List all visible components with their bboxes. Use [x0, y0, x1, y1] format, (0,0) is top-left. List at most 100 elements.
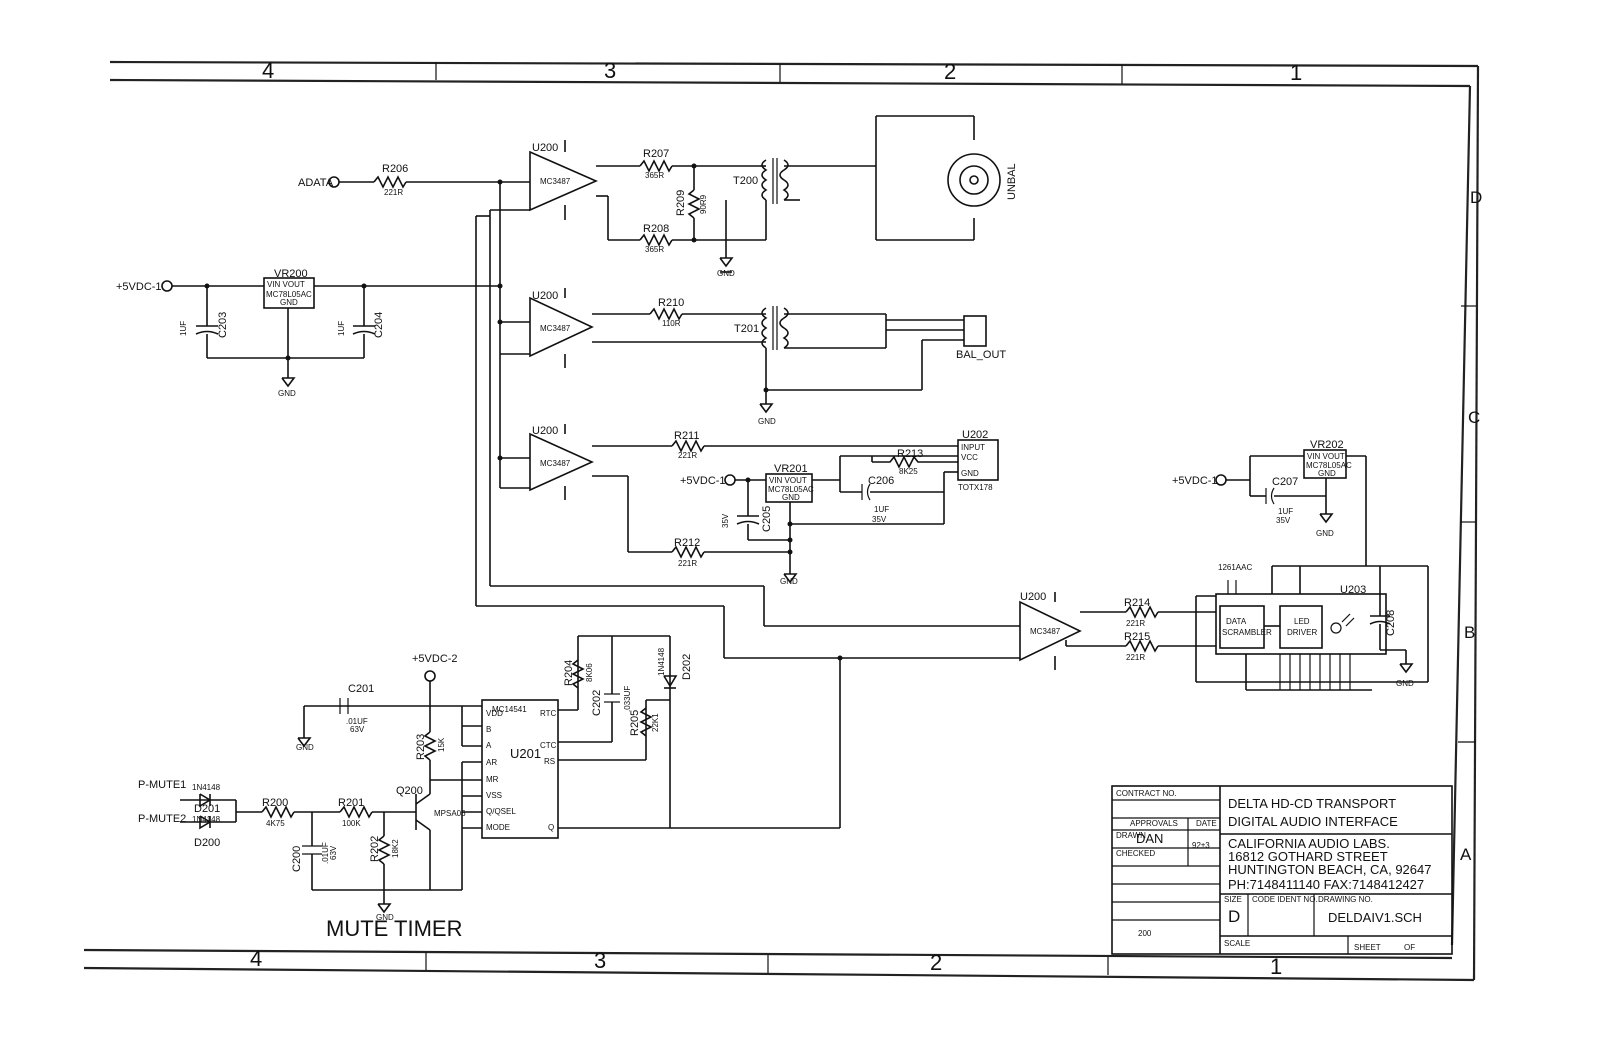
c204-label: C204 [373, 312, 385, 338]
gnd-t201: GND [758, 417, 776, 426]
data-label: DATA [1226, 617, 1247, 626]
tb-number: 200 [1138, 929, 1152, 938]
u201-label: U201 [510, 746, 541, 761]
c202-label: C202 [591, 690, 603, 716]
bal-out-label: BAL_OUT [956, 349, 1006, 361]
r201-value: 100K [342, 819, 361, 828]
r206-value: 221R [384, 188, 403, 197]
u203-label: U203 [1340, 584, 1366, 596]
tb-address2: HUNTINGTON BEACH, CA, 92647 [1228, 862, 1431, 877]
r205-label: R205 [629, 710, 641, 736]
c200-value: .01UF [321, 842, 330, 864]
r214-label: R214 [1124, 597, 1150, 609]
scrambler-stage [1019, 462, 1429, 691]
vr202-label: VR202 [1310, 439, 1344, 451]
c201-value2: 63V [350, 725, 365, 734]
zone-right-a: A [1460, 845, 1472, 864]
u200d-part: MC3487 [1030, 627, 1061, 636]
tb-sheet: SHEET [1354, 943, 1381, 952]
c207-value: 1UF [1278, 507, 1293, 516]
q200-value: MPSA06 [434, 809, 466, 818]
u202-label: U202 [962, 429, 988, 441]
r200-label: R200 [262, 797, 288, 809]
q200-label: Q200 [396, 785, 423, 797]
u201-pin-b: B [486, 725, 491, 734]
c208-label: C208 [1385, 610, 1397, 636]
tb-approvals: APPROVALS [1130, 819, 1178, 828]
p5v1-label-c: +5VDC-1 [1172, 475, 1218, 487]
tb-checked: CHECKED [1116, 849, 1155, 858]
p5v1-label-a: +5VDC-1 [116, 281, 162, 293]
c206-value2: 35V [872, 515, 887, 524]
tb-dwg-no: DELDAIV1.SCH [1328, 910, 1422, 925]
u200b-label: U200 [532, 290, 558, 302]
u201-pin-mr: MR [486, 775, 499, 784]
tb-drawn: DRAWN [1116, 831, 1146, 840]
zone-top-1: 1 [1290, 60, 1302, 85]
tb-company: CALIFORNIA AUDIO LABS. [1228, 836, 1390, 851]
r205-value: 22K1 [651, 713, 660, 732]
d202-part: 1N4148 [657, 647, 666, 676]
c202-value: .033UF [623, 686, 632, 712]
gnd-vr202: GND [1316, 529, 1334, 538]
u201-pin-rs: RS [544, 757, 555, 766]
driver-label: DRIVER [1287, 628, 1317, 637]
u203-part: 1261AAC [1218, 563, 1252, 572]
r208-label: R208 [643, 223, 669, 235]
u200a-label: U200 [532, 142, 558, 154]
zone-right-d: D [1470, 188, 1482, 207]
tb-phone: PH:7148411140 FAX:7148412427 [1228, 877, 1424, 892]
unbal-label: UNBAL [1006, 163, 1018, 200]
d200-label: D200 [194, 837, 220, 849]
u201-pin-qsel: Q/QSEL [486, 807, 516, 816]
vr202-vinvout: VIN VOUT [1307, 452, 1345, 461]
vr200-label: VR200 [274, 268, 308, 280]
u202-vcc: VCC [961, 453, 978, 462]
vr202-regulator-stage [1215, 449, 1367, 524]
r215-label: R215 [1124, 631, 1150, 643]
gnd-vr201: GND [780, 577, 798, 586]
r211-label: R211 [674, 430, 699, 442]
signal-buses [204, 163, 1020, 661]
d201-part: 1N4148 [192, 783, 221, 792]
drawing-frame [83, 60, 1480, 982]
gnd-vr200: GND [278, 389, 296, 398]
t200-label: T200 [733, 175, 758, 187]
p5v1-label-b: +5VDC-1 [680, 475, 726, 487]
c201-value: .01UF [346, 717, 368, 726]
u200c-part: MC3487 [540, 459, 571, 468]
tb-date: DATE [1196, 819, 1217, 828]
r213-label: R213 [897, 448, 923, 460]
d202-label: D202 [681, 654, 693, 680]
u201-pin-ctc: CTC [540, 741, 557, 750]
c200-label: C200 [291, 846, 303, 872]
r202-value: 18K2 [391, 839, 400, 858]
mute-timer-label: MUTE TIMER [326, 916, 462, 941]
led-label: LED [1294, 617, 1310, 626]
u200a-part: MC3487 [540, 177, 571, 186]
r210-label: R210 [658, 297, 684, 309]
u201-pin-a: A [486, 741, 492, 750]
tb-address1: 16812 GOTHARD STREET [1228, 849, 1388, 864]
u201-pin-ar: AR [486, 758, 497, 767]
r203-value: 15K [437, 737, 446, 752]
zone-top-4: 4 [262, 58, 274, 83]
c206-label: C206 [868, 475, 894, 487]
c203-value: 1UF [179, 321, 188, 336]
vr201-vinvout: VIN VOUT [769, 476, 807, 485]
adata-label: ADATA [298, 177, 334, 189]
c203-label: C203 [217, 312, 229, 338]
u201-pin-mode: MODE [486, 823, 510, 832]
tb-size: D [1228, 907, 1240, 926]
u201-pin-vss: VSS [486, 791, 502, 800]
pmute1-label: P-MUTE1 [138, 779, 186, 791]
c201-label: C201 [348, 683, 374, 695]
r213-value: 8K25 [899, 467, 918, 476]
r214-value: 221R [1126, 619, 1145, 628]
r204-value: 8K06 [585, 663, 594, 682]
tb-contract-no: CONTRACT NO. [1116, 789, 1177, 798]
tb-title2: DIGITAL AUDIO INTERFACE [1228, 814, 1398, 829]
u200d-label: U200 [1020, 591, 1046, 603]
c200-value2: 63V [329, 845, 338, 860]
c204-value: 1UF [337, 321, 346, 336]
